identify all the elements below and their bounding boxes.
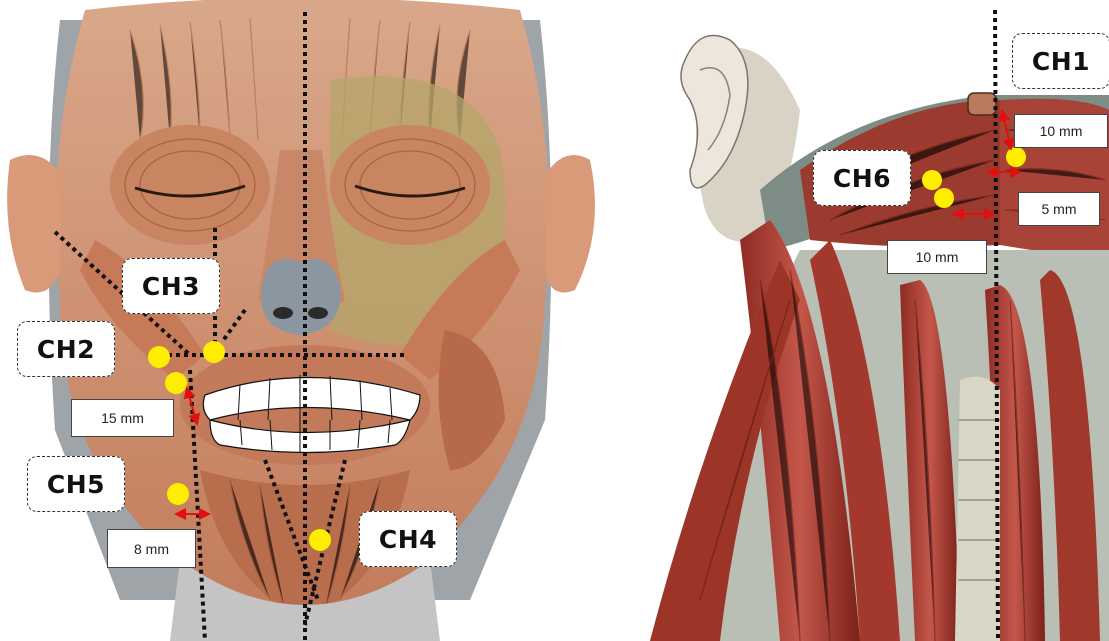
electrode-ch3 [203,341,225,363]
label-ch4: CH4 [359,511,457,567]
label-ch2: CH2 [17,321,115,377]
electrode-ch1 [1006,147,1026,167]
electrode-ch2-lower [165,372,187,394]
distance-label-ch1-10mm: 10 mm [1014,114,1108,148]
label-ch1: CH1 [1012,33,1109,89]
distance-label-ch2-15mm: 15 mm [71,399,174,437]
label-ch6: CH6 [813,150,911,206]
label-ch5: CH5 [27,456,125,512]
distance-label-ch1-5mm: 5 mm [1018,192,1100,226]
electrode-ch2-upper [148,346,170,368]
electrode-ch5 [167,483,189,505]
distance-label-ch5-8mm: 8 mm [107,529,196,568]
electrode-ch6-lower [934,188,954,208]
electrode-ch4 [309,529,331,551]
distance-label-ch6-10mm: 10 mm [887,240,987,274]
label-ch3: CH3 [122,258,220,314]
electrode-ch6-upper [922,170,942,190]
